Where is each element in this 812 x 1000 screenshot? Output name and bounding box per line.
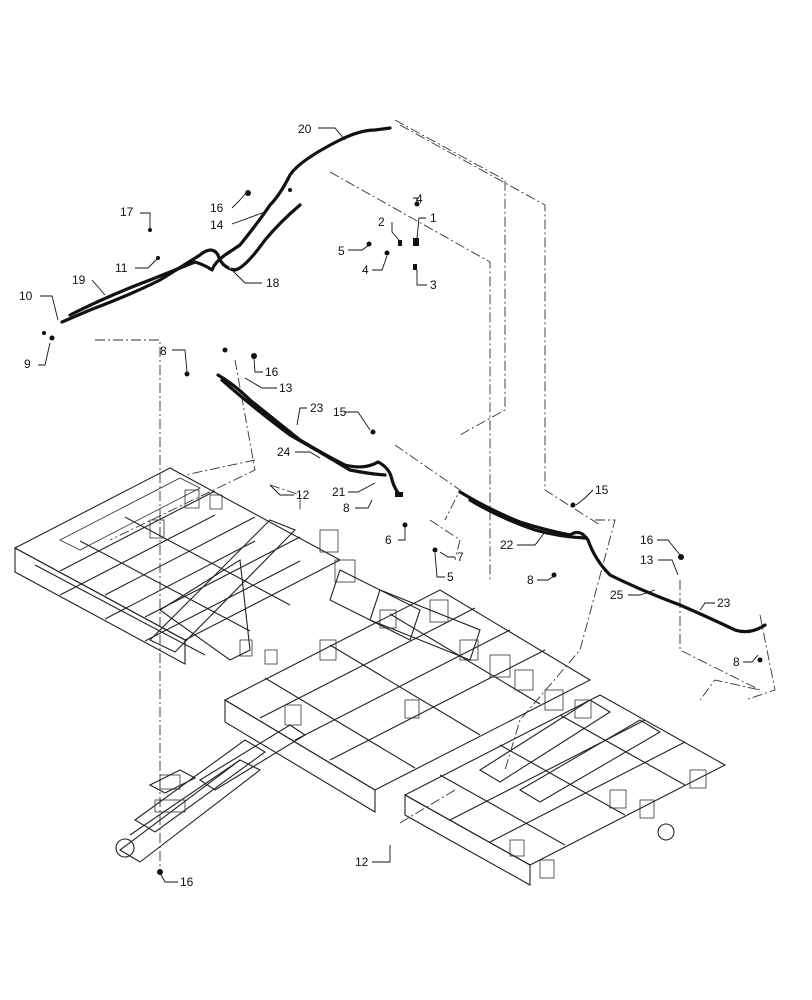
hose-18 xyxy=(60,203,302,324)
callout-8: 8 xyxy=(527,573,534,587)
callout-4: 4 xyxy=(416,192,423,206)
callout-9: 9 xyxy=(24,357,31,371)
callout-10: 10 xyxy=(19,289,33,303)
callout-24: 24 xyxy=(277,445,291,459)
callout-8: 8 xyxy=(160,344,167,358)
callout-25: 25 xyxy=(610,588,624,602)
callout-23: 23 xyxy=(717,596,731,610)
hose-22b xyxy=(468,498,587,540)
callout-18: 18 xyxy=(266,276,280,290)
callout-8: 8 xyxy=(733,655,740,669)
routing-lines xyxy=(95,119,776,870)
hose-22-25 xyxy=(458,490,767,634)
callout-16: 16 xyxy=(640,533,654,547)
callout-20: 20 xyxy=(298,122,312,136)
callout-5: 5 xyxy=(338,244,345,258)
callout-21: 21 xyxy=(332,485,346,499)
callout-12: 12 xyxy=(296,488,310,502)
callout-22: 22 xyxy=(500,538,514,552)
callout-7: 7 xyxy=(457,550,464,564)
callout-11: 11 xyxy=(115,261,128,275)
callout-16: 16 xyxy=(180,875,194,889)
callout-23: 23 xyxy=(310,401,324,415)
callout-13: 13 xyxy=(279,381,293,395)
callout-1: 1 xyxy=(430,211,437,225)
hose-23-24 xyxy=(216,373,402,497)
hose-20 xyxy=(68,126,392,317)
callout-15: 15 xyxy=(595,483,609,497)
hitch-tongue xyxy=(115,724,307,863)
callout-5: 5 xyxy=(447,570,454,584)
callout-19: 19 xyxy=(72,273,86,287)
callout-13: 13 xyxy=(640,553,654,567)
fittings xyxy=(42,188,763,875)
callout-3: 3 xyxy=(430,278,437,292)
callout-2: 2 xyxy=(378,215,385,229)
center-frame xyxy=(223,569,592,813)
callout-labels: 20 16 14 17 11 19 10 9 18 4 2 1 5 4 3 8 … xyxy=(19,122,740,889)
hose-24b xyxy=(220,378,387,477)
callout-16: 16 xyxy=(265,365,279,379)
callout-17: 17 xyxy=(120,205,134,219)
right-wing-frame xyxy=(403,689,727,886)
callout-8: 8 xyxy=(343,501,350,515)
callout-15: 15 xyxy=(333,405,347,419)
callout-12: 12 xyxy=(355,855,369,869)
callout-6: 6 xyxy=(385,533,392,547)
leader-lines xyxy=(38,127,759,883)
callout-14: 14 xyxy=(210,218,224,232)
left-wing-frame xyxy=(13,467,356,665)
hoses xyxy=(60,126,767,634)
implement-frame xyxy=(13,467,727,886)
callout-16: 16 xyxy=(210,201,224,215)
callout-4: 4 xyxy=(362,263,369,277)
